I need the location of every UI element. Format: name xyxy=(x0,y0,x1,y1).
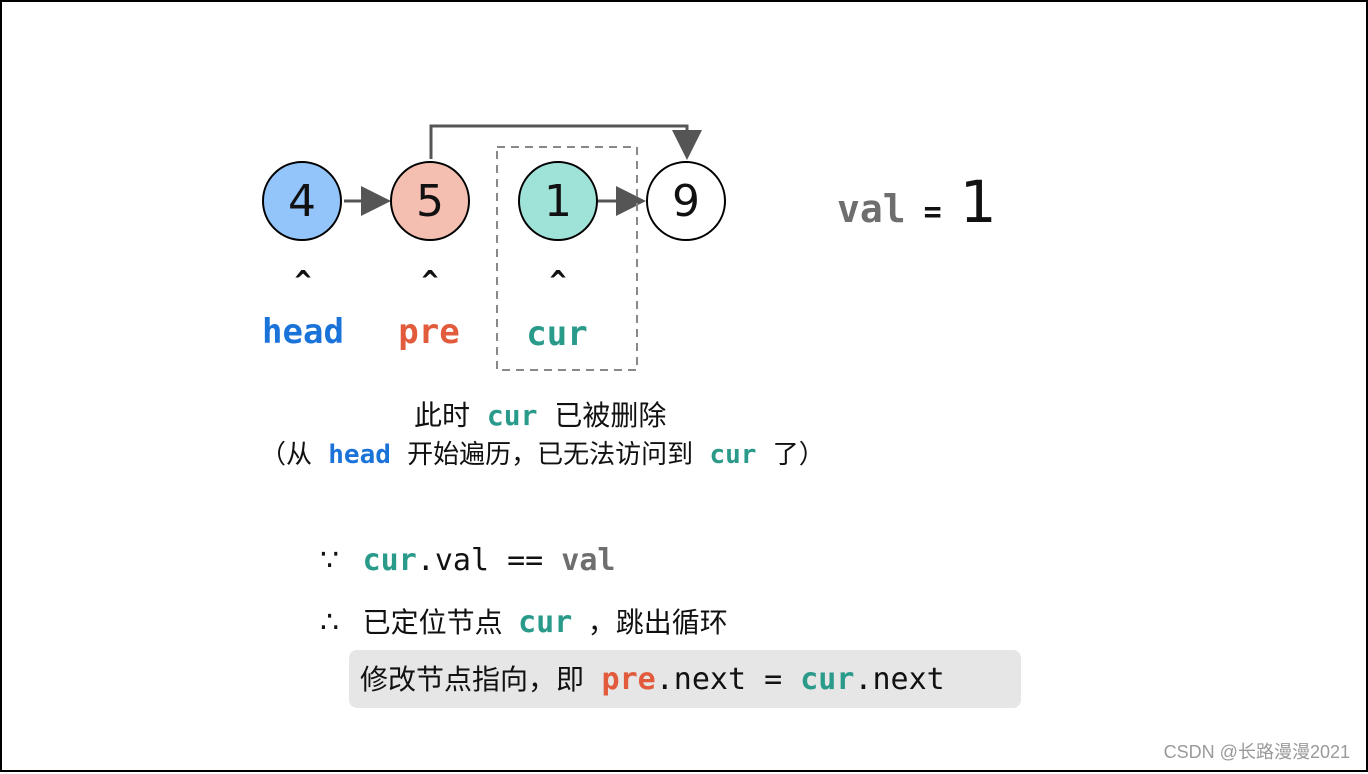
step2-cur: cur xyxy=(518,605,573,640)
step2-text1: 已定位节点 xyxy=(362,606,503,639)
caret-head: ^ xyxy=(294,264,312,297)
note2-close: 了） xyxy=(772,440,825,470)
step3-highlight xyxy=(349,650,1021,708)
caret-pre: ^ xyxy=(421,264,439,297)
because-symbol: ∵ xyxy=(320,543,340,578)
step3-cur: cur xyxy=(800,662,855,697)
step1-val: val xyxy=(561,543,616,578)
val-name: val xyxy=(837,187,906,231)
step3-text: 修改节点指向，即 xyxy=(360,663,585,696)
note2-open: （从 xyxy=(260,440,313,470)
step-because: ∵ cur.val == val xyxy=(320,543,615,578)
therefore-symbol: ∴ xyxy=(320,605,340,640)
node-5: 5 xyxy=(390,161,470,241)
step3-next1: .next = xyxy=(655,662,801,697)
deleted-node-box xyxy=(496,146,638,371)
note2-middle: 开始遍历，已无法访问到 xyxy=(407,440,694,470)
node-9: 9 xyxy=(646,161,726,241)
note-unreachable: （从 head 开始遍历，已无法访问到 cur 了） xyxy=(260,434,825,471)
note-deleted: 此时 cur 已被删除 xyxy=(414,394,666,434)
note1-var: cur xyxy=(486,399,538,432)
pointer-pre: pre xyxy=(398,312,460,352)
val-value: 1 xyxy=(959,168,997,236)
step1-cur: cur xyxy=(362,543,417,578)
step1-expr: .val == xyxy=(416,543,562,578)
watermark: CSDN @长路漫漫2021 xyxy=(1163,742,1350,762)
node-1: 1 xyxy=(518,161,598,241)
pointer-cur: cur xyxy=(526,314,588,354)
node-4: 4 xyxy=(262,161,342,241)
note1-suffix: 已被删除 xyxy=(554,399,667,432)
step-modify: 修改节点指向，即 pre.next = cur.next xyxy=(360,658,945,698)
step2-text2: ，跳出循环 xyxy=(587,606,728,639)
step-therefore: ∴ 已定位节点 cur ，跳出循环 xyxy=(320,601,728,641)
note2-head: head xyxy=(328,440,391,470)
step3-pre: pre xyxy=(601,662,656,697)
pointer-head: head xyxy=(262,312,344,352)
arrow-5-to-9-bypass xyxy=(429,124,702,160)
step3-next2: .next xyxy=(854,662,945,697)
val-label: val = 1 xyxy=(837,168,997,236)
caret-cur: ^ xyxy=(549,264,567,297)
note2-cur: cur xyxy=(709,440,757,470)
note1-prefix: 此时 xyxy=(414,399,471,432)
val-eq: = xyxy=(923,195,942,230)
